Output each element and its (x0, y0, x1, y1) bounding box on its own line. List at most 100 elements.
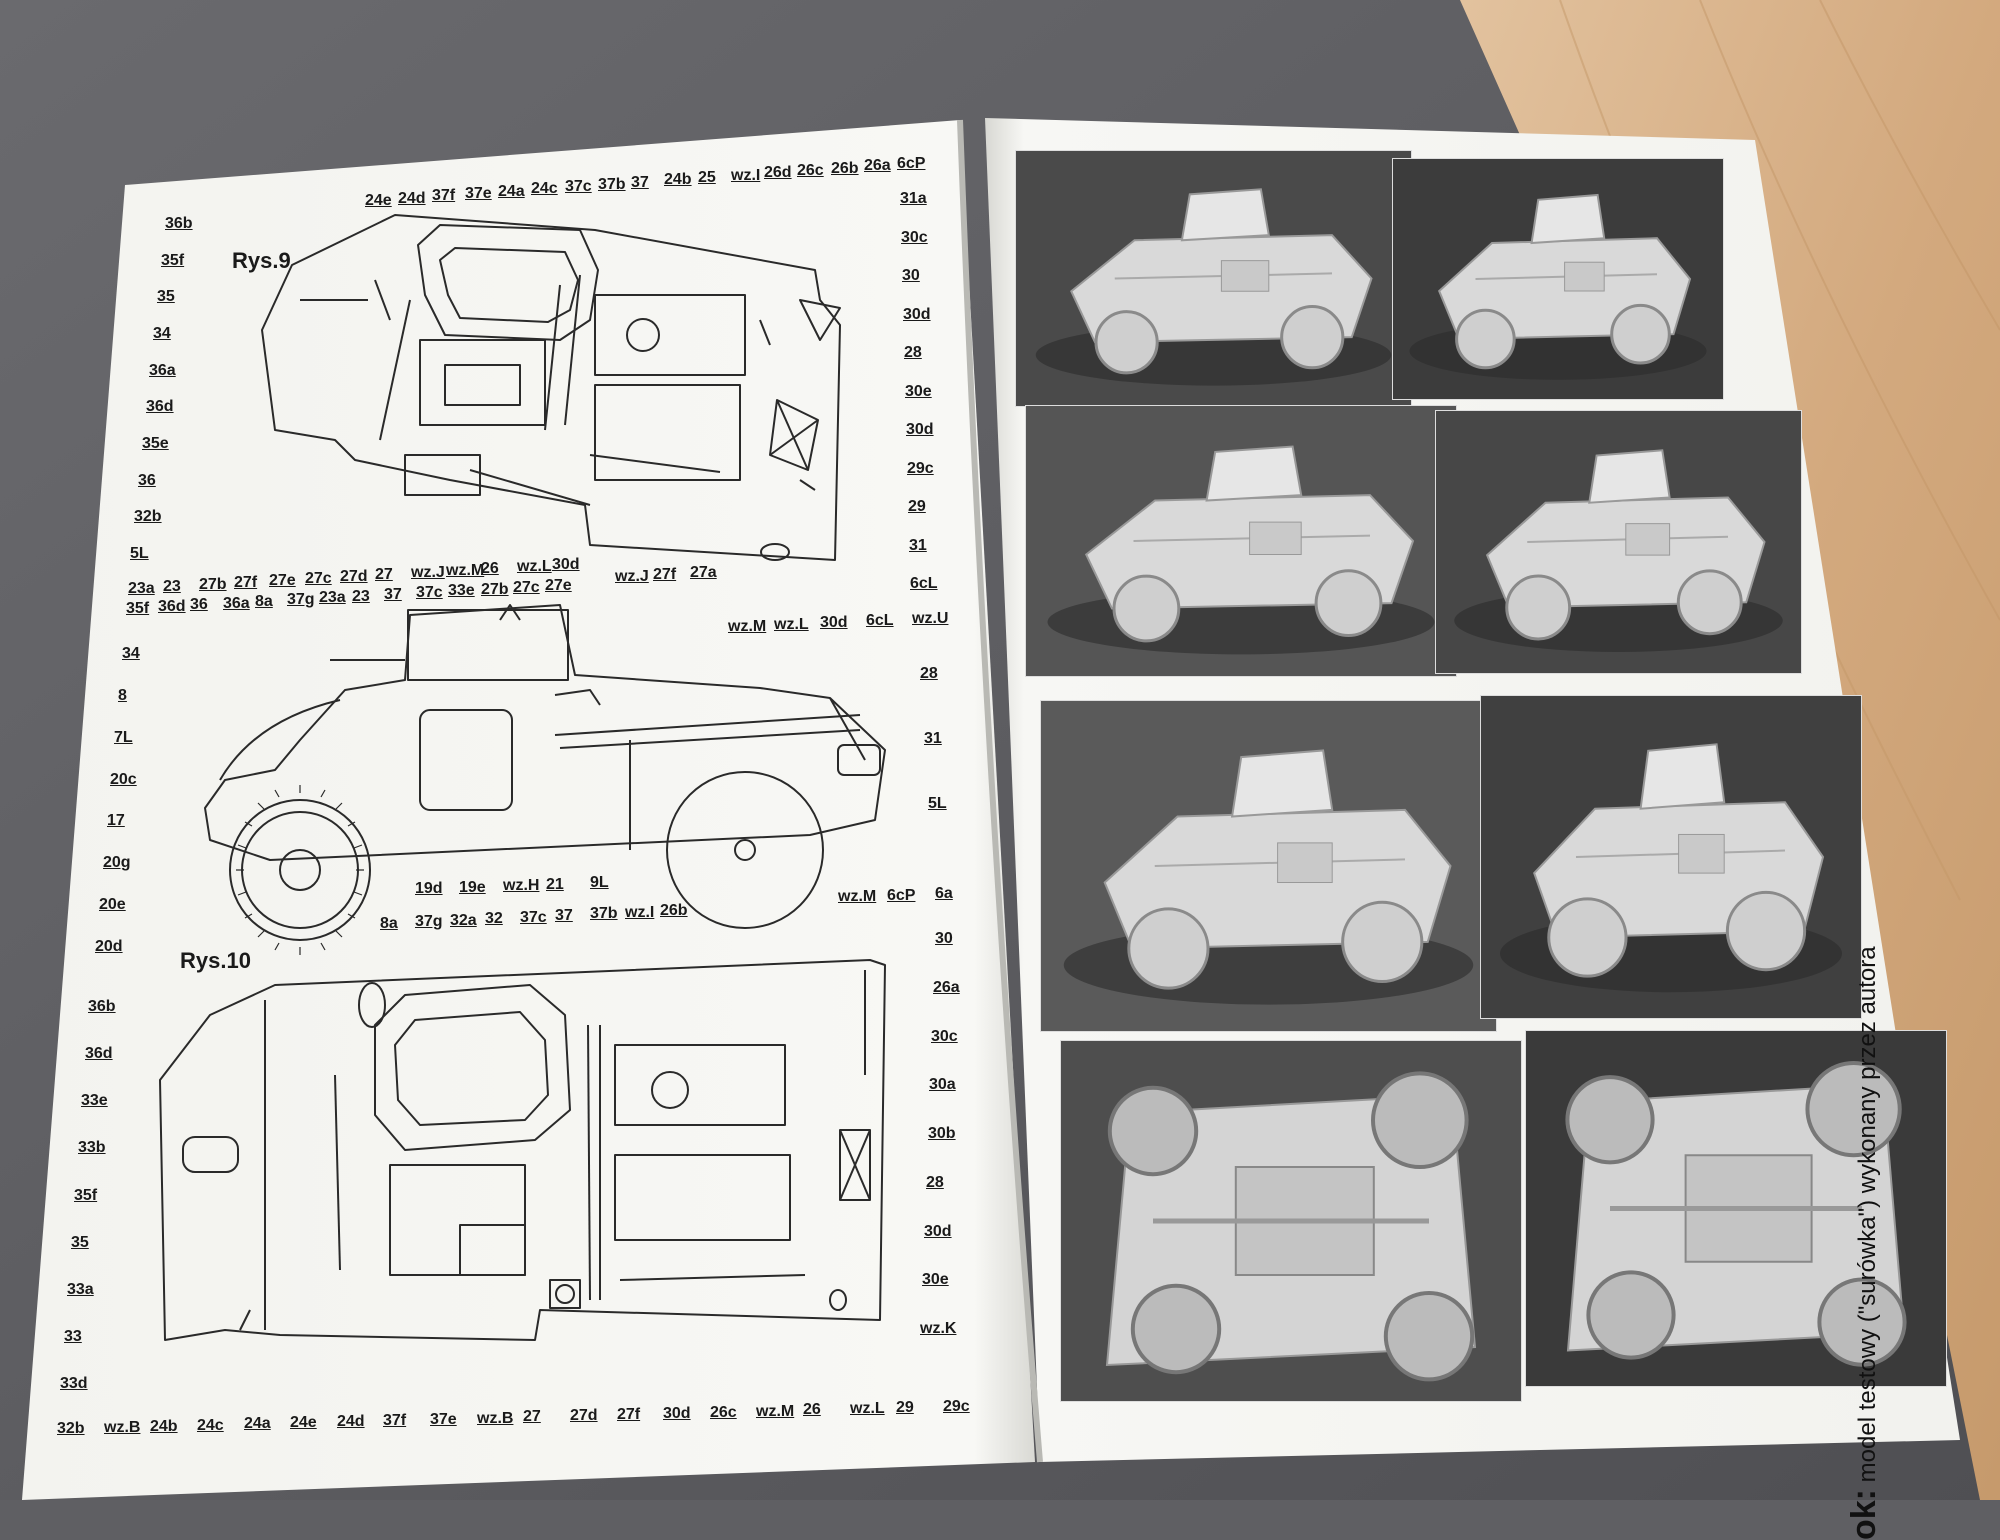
rys10-bottom-label: 29c (943, 1398, 970, 1415)
side-top-label: 27e (545, 577, 572, 594)
rys9-right-label: 30e (905, 383, 932, 400)
side-right-label: 28 (920, 665, 938, 682)
rys10-right-label: 30a (929, 1076, 956, 1093)
rys10-left-label: 33 (64, 1328, 82, 1345)
vehicle-photo-art (1016, 151, 1411, 406)
side-top-label: 27f (234, 574, 258, 591)
rys10-top-right-label: wz.M (838, 888, 877, 905)
rys9-right-label: 31 (909, 537, 927, 554)
side-top-label: 27b (199, 576, 227, 593)
side-top-label: wz.M (728, 618, 767, 635)
rys10-bottom-label: 30d (663, 1405, 691, 1422)
rys9-left-label: 36b (165, 215, 193, 232)
rys9-top-label: 37 (631, 174, 649, 191)
side-top-label: 27b (481, 581, 509, 598)
rys9-right-label: 28 (904, 344, 922, 361)
side-top-label: 27c (513, 579, 540, 596)
side-top-label: 23a (128, 580, 155, 597)
rys9-top-label: 26d (764, 164, 792, 181)
rys10-bottom-label: 24c (197, 1417, 224, 1434)
rys10-top-label: 32 (485, 910, 503, 927)
side-left-label: 20g (103, 854, 131, 871)
rys10-bottom-label: 26 (803, 1401, 821, 1418)
vehicle-photo-art (1436, 411, 1801, 673)
rys10-bottom-label: 26c (710, 1404, 737, 1421)
rys9-top-label: 37f (432, 187, 456, 204)
vehicle-photo-art (1061, 1041, 1521, 1401)
side-top-label: 27f (653, 566, 677, 583)
rys9-top-label: 24a (498, 183, 525, 200)
rys10-bottom-label: 24e (290, 1414, 317, 1431)
rys10-right-label: 30d (924, 1223, 952, 1240)
rys10-left-label: 33e (81, 1092, 108, 1109)
figure-title-rys9: Rys.9 (232, 248, 291, 273)
side-top-label: 27c (305, 570, 332, 587)
side-top-label: wz.U (912, 610, 949, 627)
side-top-label: 30d (820, 614, 848, 631)
side-top-label: wz.M (446, 562, 485, 579)
side-bottom-label: 19d (415, 880, 443, 897)
rys10-right-label: 30b (928, 1125, 956, 1142)
rys10-right-label: 28 (926, 1174, 944, 1191)
rys9-top-view (261, 214, 841, 561)
side-top-label: 33e (448, 582, 475, 599)
rys9-top-label: 37c (565, 178, 592, 195)
rys9-top-label: 25 (698, 169, 716, 186)
side-bottom-label: wz.H (503, 877, 540, 894)
rys10-left-label: 33b (78, 1139, 106, 1156)
side-top-label: wz.L (774, 616, 809, 633)
rys10-top-right-label: 6cP (887, 887, 916, 904)
rys9-left-label: 36a (149, 362, 176, 379)
side-bottom-label: 9L (590, 874, 609, 891)
rys10-top-label: 37 (555, 907, 573, 924)
caption-prefix: ok: (1845, 1489, 1883, 1540)
side-top-label: 23a (319, 589, 346, 606)
rys9-right-label: 30c (901, 229, 928, 246)
side-left-label: 17 (107, 812, 125, 829)
rys9-top-label: 24e (365, 192, 392, 209)
side-top-label: 27e (269, 572, 296, 589)
rys10-right-label: 30e (922, 1271, 949, 1288)
rys9-top-label: 26c (797, 162, 824, 179)
rys9-left-label: 35f (161, 252, 185, 269)
rys9-left-label: 34 (153, 325, 171, 342)
side-top-label: 36a (223, 595, 250, 612)
rys10-bottom-label: 37f (383, 1412, 407, 1429)
side-top-label: 27 (375, 566, 393, 583)
rys10-right-label: wz.K (920, 1320, 957, 1337)
page-caption: ok: model testowy ("surówka") wykonany p… (1845, 946, 1884, 1540)
photo-tile (1525, 1030, 1947, 1387)
side-top-label: 37 (384, 586, 402, 603)
side-top-label: 35f (126, 600, 150, 617)
side-view (204, 604, 886, 955)
side-right-label: 31 (924, 730, 942, 747)
rys10-left-label: 33a (67, 1281, 94, 1298)
side-right-label: 5L (928, 795, 947, 812)
rys10-left-label: 33d (60, 1375, 88, 1392)
photo-tile (1060, 1040, 1522, 1402)
rys10-top-label: 37g (415, 913, 443, 930)
rys9-right-label: 29 (908, 498, 926, 515)
rys10-top-label: 8a (380, 915, 398, 932)
rys10-bottom-label: 37e (430, 1411, 457, 1428)
rys10-top-label: 37b (590, 905, 618, 922)
rys10-bottom-label: 24d (337, 1413, 365, 1430)
side-top-label: 6cL (866, 612, 894, 629)
photo-tile (1435, 410, 1802, 674)
rys9-right-label: 6cL (910, 575, 938, 592)
side-left-label: 7L (114, 729, 133, 746)
rys10-right-label: 26a (933, 979, 960, 996)
technical-drawings (159, 214, 886, 1341)
vehicle-photo-art (1393, 159, 1723, 399)
rys10-bottom-label: wz.L (850, 1400, 885, 1417)
side-top-label: wz.J (411, 564, 445, 581)
rys10-top-view (159, 959, 886, 1341)
photo-tile (1040, 700, 1497, 1032)
side-top-label: 36d (158, 598, 186, 615)
rys10-top-label: 32a (450, 912, 477, 929)
rys9-top-label: wz.I (731, 167, 761, 184)
rys10-bottom-label: 27d (570, 1407, 598, 1424)
photo-tile (1025, 405, 1457, 677)
caption-text: model testowy ("surówka") wykonany przez… (1854, 946, 1881, 1489)
